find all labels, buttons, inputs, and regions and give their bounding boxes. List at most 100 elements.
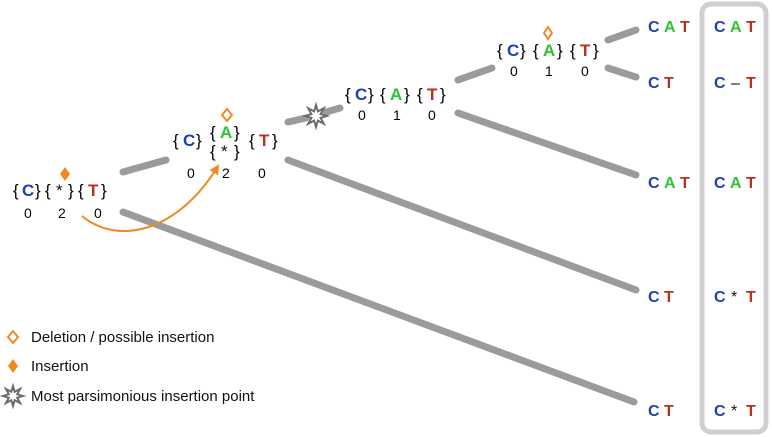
brace-close: } xyxy=(35,181,41,200)
aligned-star: * xyxy=(731,289,737,306)
deletion-diamond-icon xyxy=(542,25,554,41)
node-count: 1 xyxy=(393,107,401,123)
node-4: { C } { A } { T } 0 1 0 xyxy=(497,41,599,79)
node-letter: T xyxy=(580,41,591,60)
brace-open: { xyxy=(417,85,423,104)
node-count: 0 xyxy=(24,205,32,221)
branch-n4-leaf2 xyxy=(604,64,640,81)
insertion-diamond-icon xyxy=(60,167,70,181)
brace-close: } xyxy=(68,181,74,200)
node-count: 0 xyxy=(358,107,366,123)
leaf-sequences: C A T C T C A T C T C T xyxy=(648,19,690,420)
node-count: 0 xyxy=(428,107,436,123)
node-count: 0 xyxy=(94,205,102,221)
insertion-diamond-icon xyxy=(8,359,18,373)
node-letter: A xyxy=(390,85,402,104)
leaf-letter: T xyxy=(664,75,674,92)
brace-open: { xyxy=(45,181,51,200)
legend-deletion: Deletion / possible insertion xyxy=(31,329,214,346)
parsimonious-star-icon xyxy=(0,382,27,410)
branch-n4-leaf1 xyxy=(604,26,640,44)
leaf-letter: C xyxy=(648,175,660,192)
aligned-letter: T xyxy=(746,403,756,420)
brace-open: { xyxy=(249,131,255,150)
brace-open: { xyxy=(173,131,179,150)
leaf-letter: T xyxy=(664,403,674,420)
legend-insertion: Insertion xyxy=(31,358,89,375)
brace-open: { xyxy=(78,181,84,200)
node-letter: C xyxy=(507,41,519,60)
aligned-letter: A xyxy=(730,19,742,36)
aligned-star: * xyxy=(731,403,737,420)
leaf-letter: T xyxy=(680,175,690,192)
legend-parsimonious: Most parsimonious insertion point xyxy=(31,388,255,405)
brace-open: { xyxy=(570,41,576,60)
node-count: 0 xyxy=(581,63,589,79)
node-count: 2 xyxy=(222,165,230,181)
node-letter: T xyxy=(88,181,99,200)
node-count: 0 xyxy=(187,165,195,181)
alignment-box xyxy=(699,1,769,435)
leaf-letter: A xyxy=(664,19,676,36)
leaf-letter: C xyxy=(648,19,660,36)
aligned-letter: T xyxy=(746,175,756,192)
aligned-letter: A xyxy=(730,175,742,192)
brace-close: } xyxy=(101,181,107,200)
insertion-arrow xyxy=(81,164,220,232)
node-count: 0 xyxy=(258,165,266,181)
brace-close: } xyxy=(404,85,410,104)
branch-root-n2 xyxy=(119,156,170,176)
node-letter: * xyxy=(56,181,63,200)
brace-open: { xyxy=(13,181,19,200)
aligned-gap: – xyxy=(731,75,740,92)
branch-n3-leaf3 xyxy=(454,109,640,179)
aligned-letter: C xyxy=(714,175,726,192)
aligned-letter: T xyxy=(746,75,756,92)
aligned-letter: C xyxy=(714,403,726,420)
deletion-diamond-icon xyxy=(6,329,20,345)
tree-branches xyxy=(119,26,640,406)
branch-root-leaf5 xyxy=(119,208,638,406)
leaf-letter: A xyxy=(664,175,676,192)
node-letter: * xyxy=(221,142,228,161)
aligned-sequences: C A T C – T C A T C * T C * T xyxy=(714,19,756,420)
aligned-letter: T xyxy=(746,289,756,306)
node-letter: A xyxy=(220,123,232,142)
node-letter: C xyxy=(355,85,367,104)
node-letter: A xyxy=(543,41,555,60)
leaf-letter: T xyxy=(680,19,690,36)
branch-n2-n3-b xyxy=(322,104,344,116)
brace-open: { xyxy=(345,85,351,104)
branch-n2-n3-a xyxy=(284,114,310,126)
node-count: 1 xyxy=(545,63,553,79)
brace-close: } xyxy=(520,41,526,60)
branch-n2-leaf4 xyxy=(284,156,640,294)
node-count: 2 xyxy=(58,205,66,221)
brace-close: } xyxy=(440,85,446,104)
brace-close: } xyxy=(272,131,278,150)
brace-open: { xyxy=(497,41,503,60)
leaf-letter: C xyxy=(648,75,660,92)
brace-open: { xyxy=(210,142,216,161)
brace-close: } xyxy=(557,41,563,60)
node-root: { C } { * } { T } 0 2 0 xyxy=(13,181,107,221)
aligned-letter: C xyxy=(714,19,726,36)
branch-n3-n4 xyxy=(454,64,496,84)
brace-close: } xyxy=(368,85,374,104)
node-letter: C xyxy=(22,181,34,200)
leaf-letter: T xyxy=(664,289,674,306)
brace-open: { xyxy=(533,41,539,60)
brace-close: } xyxy=(234,123,240,142)
legend: Deletion / possible insertion Insertion … xyxy=(0,329,255,410)
node-2: { C } { A } { * } { T } 0 2 0 xyxy=(173,123,278,181)
aligned-letter: T xyxy=(746,19,756,36)
brace-close: } xyxy=(593,41,599,60)
parsimonious-star-icon xyxy=(301,101,331,131)
brace-close: } xyxy=(196,131,202,150)
leaf-letter: C xyxy=(648,403,660,420)
leaf-letter: C xyxy=(648,289,660,306)
aligned-letter: C xyxy=(714,289,726,306)
brace-open: { xyxy=(380,85,386,104)
